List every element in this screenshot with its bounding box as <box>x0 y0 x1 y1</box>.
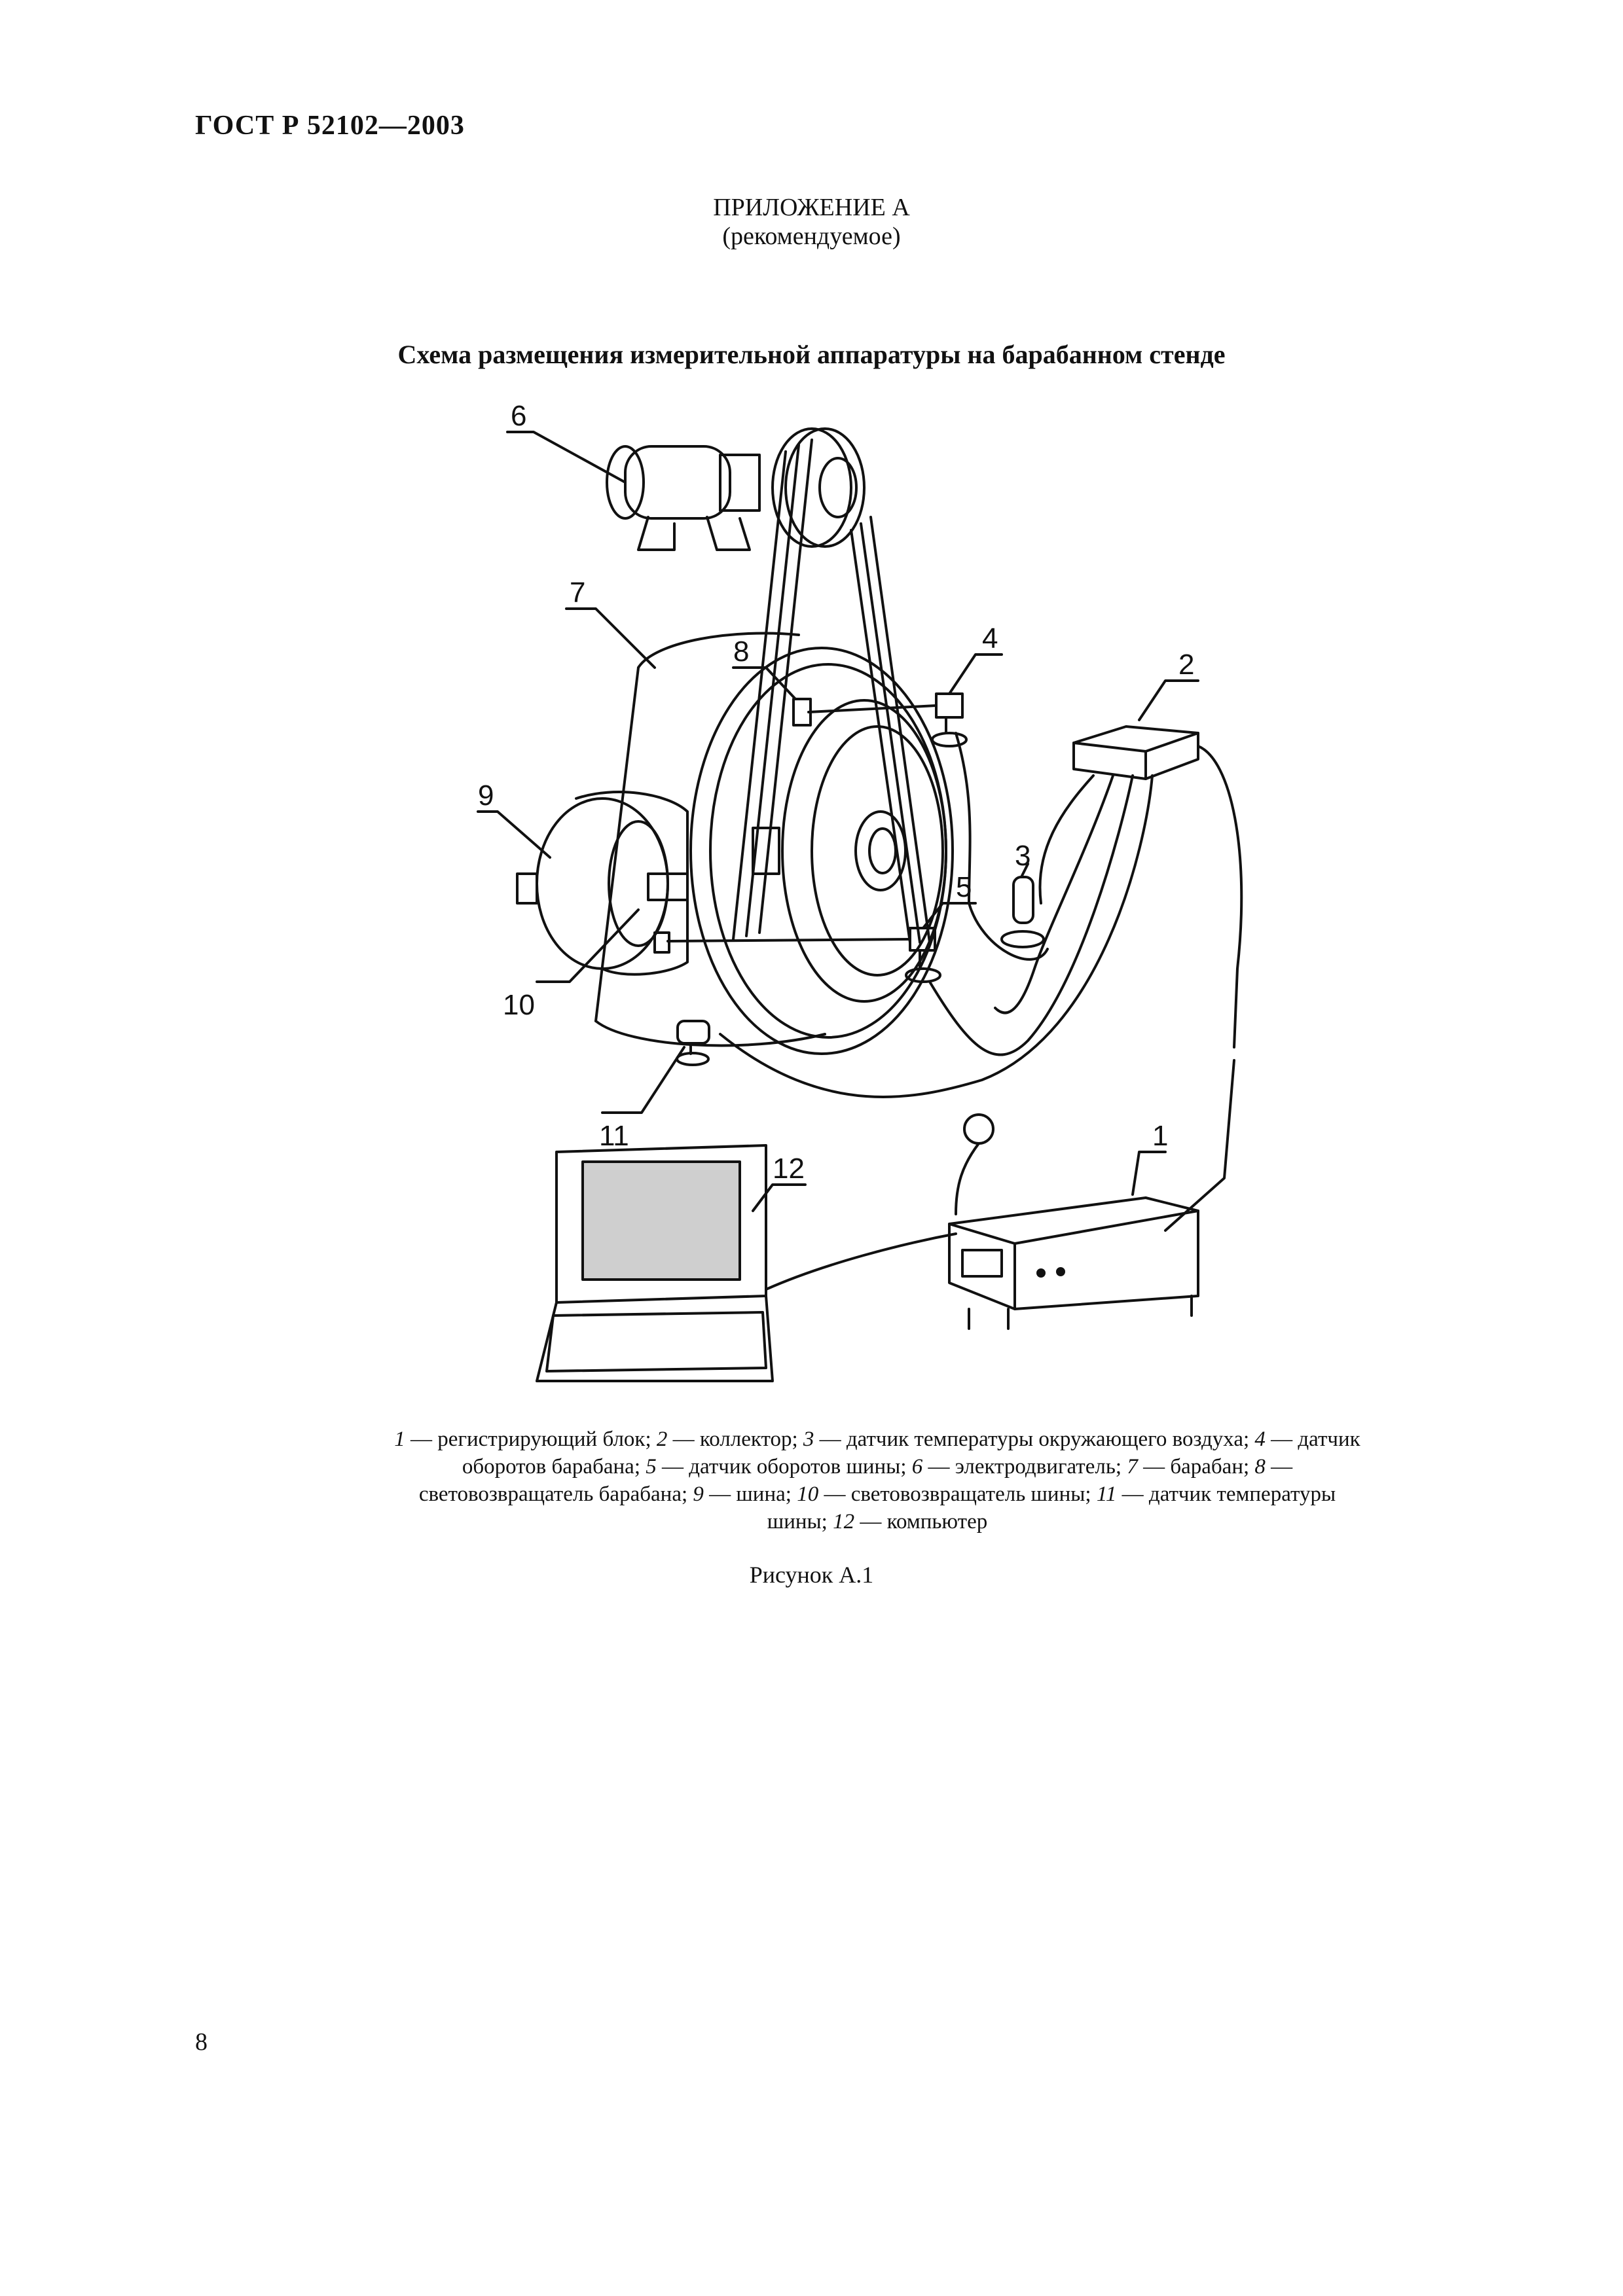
drum-light-beam <box>807 704 938 713</box>
legend-item: 3 — датчик температуры окружающего возду… <box>803 1427 1255 1451</box>
callout-5: 5 <box>956 871 972 903</box>
legend-item: 5 — датчик оборотов шины; <box>646 1455 912 1479</box>
legend-item: 8 — световозвращатель барабана; <box>418 1455 1293 1506</box>
figure-caption: Рисунок А.1 <box>749 1562 874 1588</box>
figure-title: Схема размещения измерительной аппаратур… <box>397 340 1226 369</box>
drum-speed-sensor <box>931 692 968 747</box>
figure-legend: 1 — регистрирующий блок; 2 — коллектор; … <box>393 1426 1362 1535</box>
callout-8: 8 <box>733 636 749 668</box>
appendix-title: ПРИЛОЖЕНИЕ А <box>713 194 910 221</box>
legend-item: 1 — регистрирующий блок; <box>394 1427 657 1451</box>
appendix-heading: ПРИЛОЖЕНИЕ А (рекомендуемое) <box>0 193 1623 251</box>
measurement-setup-diagram: 2 3 4 5 6 7 8 9 10 11 1 12 <box>458 393 1277 1414</box>
legend-item: 6 — электродвигатель; <box>911 1455 1127 1479</box>
motor-pulley <box>771 427 866 548</box>
legend-item: 4 — датчик оборотов барабана; <box>462 1427 1360 1479</box>
drum-reflector <box>792 698 812 726</box>
socket-cable <box>955 1142 980 1215</box>
legend-item: 2 — коллектор; <box>656 1427 803 1451</box>
electric-motor <box>606 445 761 551</box>
appendix-status: (рекомендуемое) <box>722 223 901 250</box>
connector-socket <box>963 1113 994 1145</box>
collector-box <box>1072 725 1199 780</box>
document-header: ГОСТ Р 52102—2003 <box>195 111 465 141</box>
legend-item: 12 — компьютер <box>833 1510 988 1534</box>
callout-12: 12 <box>773 1153 805 1185</box>
callout-9: 9 <box>478 780 494 812</box>
callout-6: 6 <box>511 400 526 432</box>
tire <box>516 791 689 976</box>
callout-leaders <box>477 431 1199 1212</box>
drum-pulley <box>781 699 947 1003</box>
laptop-computer <box>536 1144 957 1382</box>
legend-item: 11 — датчик температуры шины; <box>767 1482 1336 1534</box>
page-number: 8 <box>195 2028 208 2056</box>
tire-light-beam <box>666 938 911 942</box>
cables <box>719 732 1243 1232</box>
callout-4: 4 <box>982 622 998 655</box>
legend-item: 9 — шина; <box>693 1482 797 1506</box>
legend-item: 10 — световозвращатель шины; <box>797 1482 1097 1506</box>
callout-7: 7 <box>570 577 585 609</box>
recording-unit <box>948 1196 1199 1330</box>
drum <box>594 632 954 1055</box>
callout-2: 2 <box>1178 649 1194 681</box>
tire-reflector <box>653 931 670 954</box>
callout-1: 1 <box>1152 1120 1168 1152</box>
air-temperature-sensor <box>1000 876 1045 948</box>
tire-temperature-sensor <box>676 1020 710 1066</box>
legend-item: 7 — барабан; <box>1127 1455 1255 1479</box>
callout-10: 10 <box>503 989 535 1021</box>
callout-11: 11 <box>599 1120 629 1152</box>
callout-3: 3 <box>1015 840 1030 872</box>
